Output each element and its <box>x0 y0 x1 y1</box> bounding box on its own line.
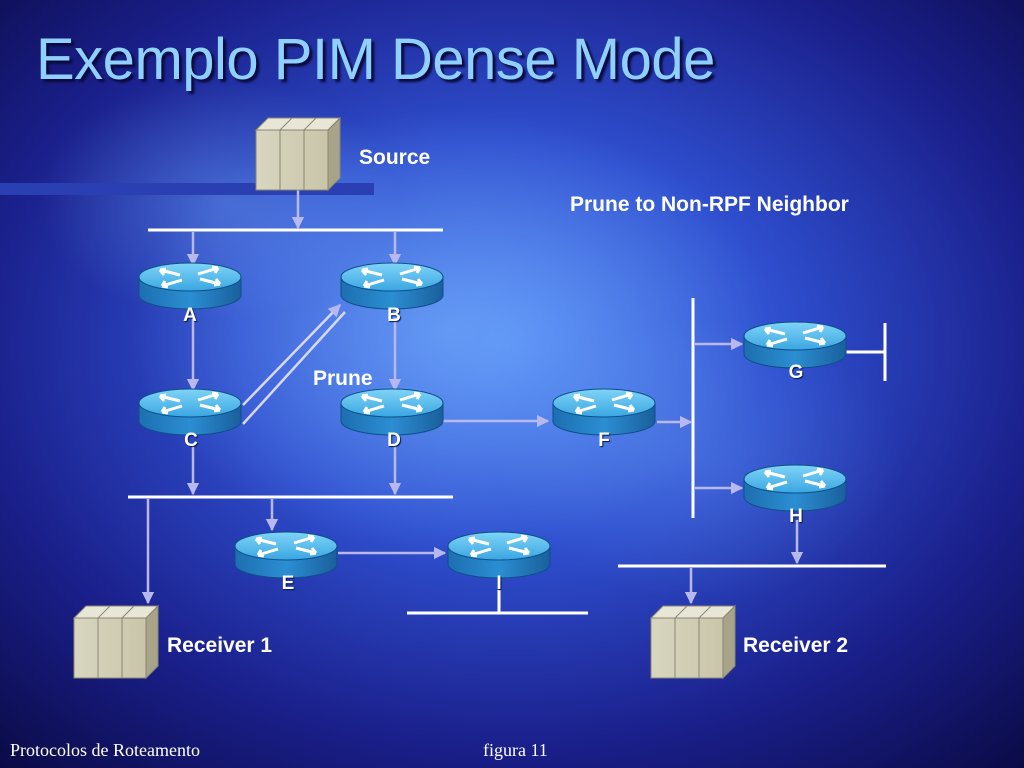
router-c[interactable] <box>137 387 243 437</box>
prune-label: Prune <box>313 367 373 390</box>
footer-left: Protocolos de Roteamento <box>10 740 200 760</box>
source-host[interactable] <box>255 117 341 191</box>
router-label-f: F <box>598 430 610 451</box>
slide-title: Exemplo PIM Dense Mode <box>36 27 715 92</box>
receiver1-label: Receiver 1 <box>167 634 273 657</box>
source-label: Source <box>359 146 431 169</box>
router-i[interactable] <box>446 530 552 580</box>
receiver2-host[interactable] <box>650 605 736 679</box>
footer-center: figura 11 <box>483 740 548 760</box>
lan-segments <box>128 228 887 615</box>
router-label-c: C <box>184 430 198 451</box>
router-label-a: A <box>183 305 197 326</box>
flow-arrows <box>141 190 804 605</box>
router-label-b: B <box>387 305 401 326</box>
router-b[interactable] <box>339 261 445 311</box>
router-f[interactable] <box>551 387 657 437</box>
router-e[interactable] <box>233 530 339 580</box>
router-a[interactable] <box>137 261 243 311</box>
router-label-i: I <box>496 573 502 594</box>
receiver2-label: Receiver 2 <box>743 634 849 657</box>
prune-links <box>242 304 346 425</box>
receiver1-host[interactable] <box>73 605 159 679</box>
router-h[interactable] <box>742 463 848 513</box>
router-d[interactable] <box>339 387 445 437</box>
router-label-e: E <box>281 573 295 594</box>
router-label-d: D <box>387 430 401 451</box>
annotation-label: Prune to Non-RPF Neighbor <box>570 193 849 216</box>
router-label-g: G <box>788 362 804 383</box>
router-label-h: H <box>789 506 803 527</box>
